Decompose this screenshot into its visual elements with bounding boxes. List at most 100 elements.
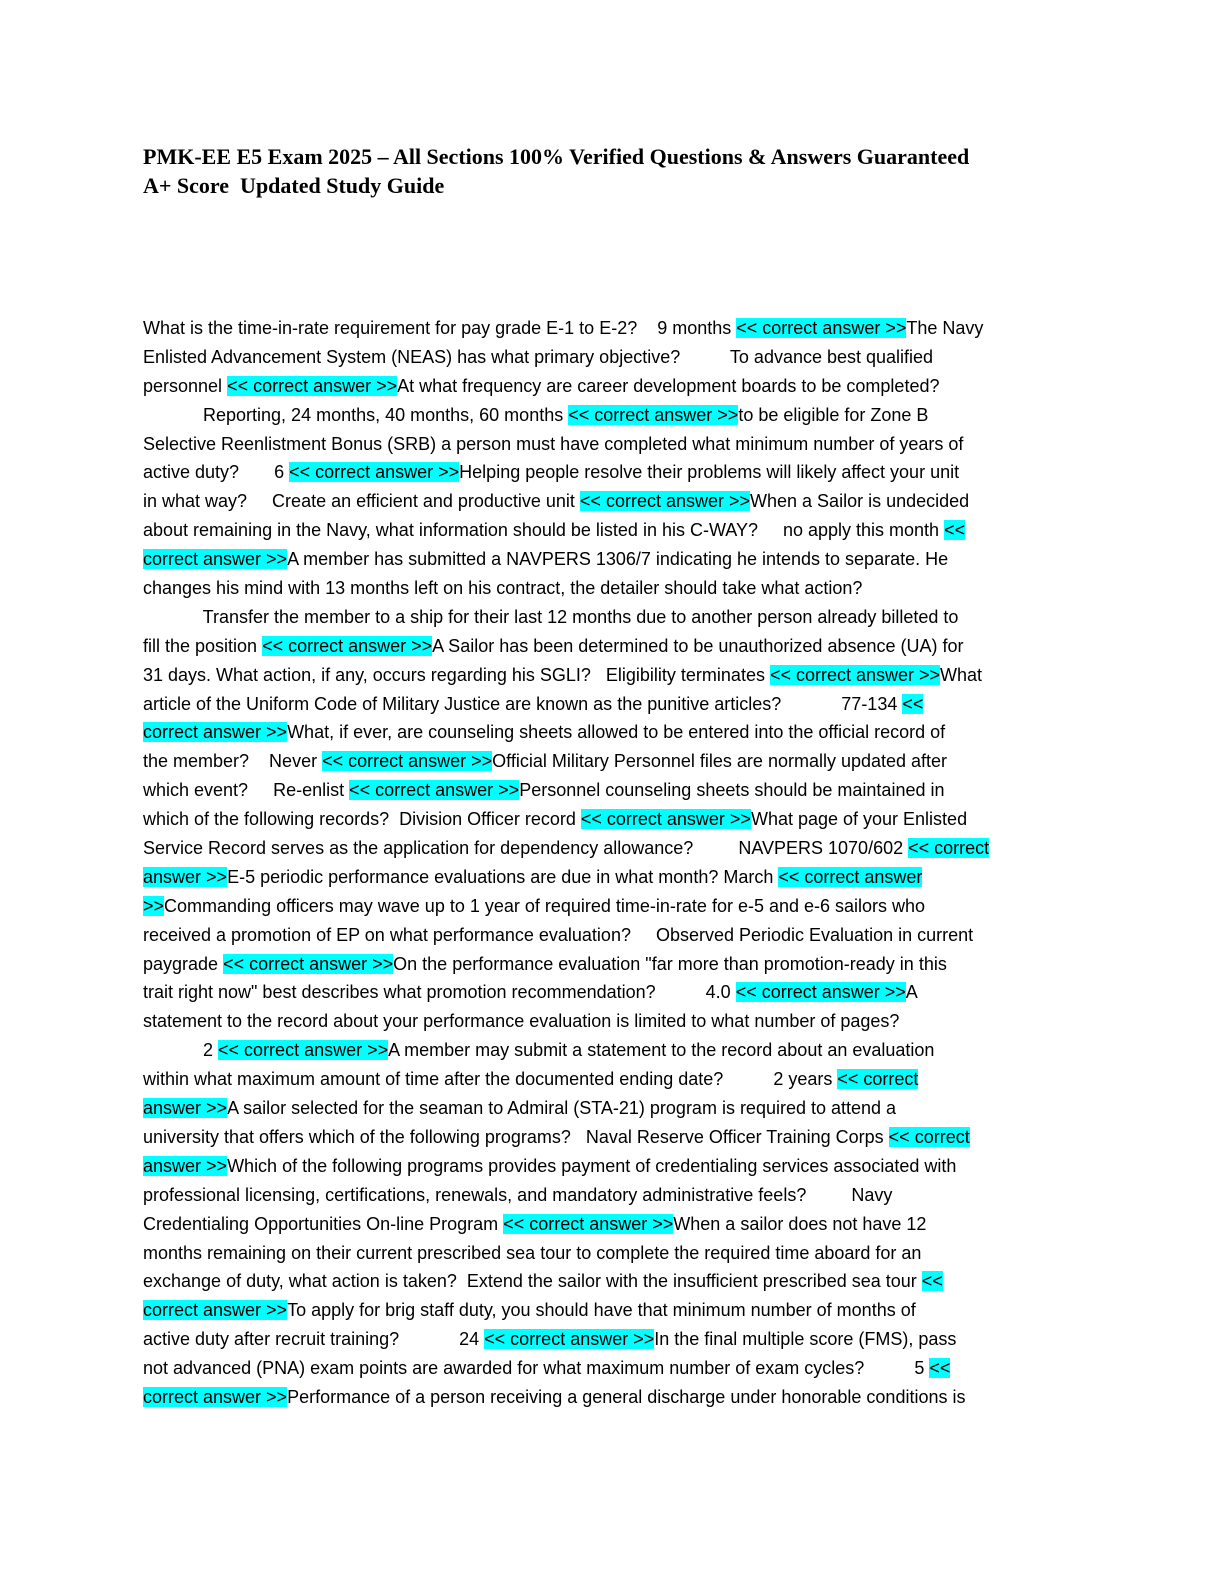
- answer-marker-highlight: << correct answer >>: [735, 982, 906, 1003]
- title-line: A+ Score Updated Study Guide: [143, 173, 445, 198]
- body-line: correct answer >>Performance of a person…: [143, 1383, 1083, 1412]
- answer-marker-highlight: << correct answer >>: [580, 809, 751, 830]
- answer-marker-highlight: answer >>: [143, 1098, 228, 1119]
- body-text: Reporting, 24 months, 40 months, 60 mont…: [143, 404, 569, 425]
- body-line: Transfer the member to a ship for their …: [143, 603, 1083, 632]
- body-text: In the final multiple score (FMS), pass: [654, 1329, 957, 1350]
- body-line: exchange of duty, what action is taken? …: [143, 1267, 1083, 1296]
- body-line: What is the time-in-rate requirement for…: [143, 314, 1083, 343]
- body-line: which of the following records? Division…: [143, 805, 1083, 834]
- body-line: university that offers which of the foll…: [143, 1123, 1083, 1152]
- answer-marker-highlight: correct answer >>: [143, 1300, 288, 1321]
- answer-marker-highlight: <<: [902, 693, 924, 714]
- answer-marker-highlight: <<: [944, 520, 966, 541]
- answer-marker-highlight: << correct answer >>: [262, 635, 433, 656]
- body-text: statement to the record about your perfo…: [143, 1011, 900, 1032]
- body-line: Enlisted Advancement System (NEAS) has w…: [143, 343, 1083, 372]
- body-text: Service Record serves as the application…: [143, 838, 909, 859]
- body-line: answer >>A sailor selected for the seama…: [143, 1094, 1083, 1123]
- body-text: When a sailor does not have 12: [673, 1213, 927, 1234]
- body-text: professional licensing, certifications, …: [143, 1184, 893, 1205]
- answer-marker-highlight: correct answer >>: [143, 1386, 288, 1407]
- body-line: correct answer >>What, if ever, are coun…: [143, 718, 1083, 747]
- body-text: Enlisted Advancement System (NEAS) has w…: [143, 346, 934, 367]
- document-title: PMK-EE E5 Exam 2025 – All Sections 100% …: [143, 142, 1103, 200]
- body-text: Personnel counseling sheets should be ma…: [519, 780, 945, 801]
- body-line: not advanced (PNA) exam points are award…: [143, 1354, 1083, 1383]
- body-text: 2: [143, 1040, 219, 1061]
- body-text: months remaining on their current prescr…: [143, 1242, 922, 1263]
- answer-marker-highlight: <<: [929, 1358, 951, 1379]
- body-line: received a promotion of EP on what perfo…: [143, 921, 1083, 950]
- body-text: which event? Re-enlist: [143, 780, 350, 801]
- body-text: Performance of a person receiving a gene…: [287, 1386, 966, 1407]
- answer-marker-highlight: << correct answer >>: [349, 780, 520, 801]
- body-line: article of the Uniform Code of Military …: [143, 690, 1083, 719]
- body-text: Official Military Personnel files are no…: [492, 751, 948, 772]
- body-line: months remaining on their current prescr…: [143, 1239, 1083, 1268]
- body-text: in what way? Create an efficient and pro…: [143, 491, 580, 512]
- body-line: answer >>E-5 periodic performance evalua…: [143, 863, 1083, 892]
- answer-marker-highlight: << correct: [888, 1126, 970, 1147]
- answer-marker-highlight: << correct answer >>: [289, 462, 460, 483]
- body-text: A Sailor has been determined to be unaut…: [432, 635, 964, 656]
- body-line: personnel << correct answer >>At what fr…: [143, 372, 1083, 401]
- body-line: Credentialing Opportunities On-line Prog…: [143, 1210, 1083, 1239]
- body-text: trait right now" best describes what pro…: [143, 982, 736, 1003]
- body-line: Selective Reenlistment Bonus (SRB) a per…: [143, 430, 1083, 459]
- body-text: changes his mind with 13 months left on …: [143, 578, 863, 599]
- answer-marker-highlight: << correct answer >>: [223, 953, 394, 974]
- body-line: correct answer >>To apply for brig staff…: [143, 1296, 1083, 1325]
- body-line: which event? Re-enlist << correct answer…: [143, 776, 1083, 805]
- body-text: On the performance evaluation "far more …: [393, 953, 947, 974]
- answer-marker-highlight: >>: [143, 895, 165, 916]
- body-line: the member? Never << correct answer >>Of…: [143, 747, 1083, 776]
- body-text: A: [905, 982, 918, 1003]
- body-text: A member has submitted a NAVPERS 1306/7 …: [287, 549, 949, 570]
- body-text: What: [940, 664, 983, 685]
- answer-marker-highlight: correct answer >>: [143, 722, 288, 743]
- body-line: answer >>Which of the following programs…: [143, 1152, 1083, 1181]
- body-text: exchange of duty, what action is taken? …: [143, 1271, 922, 1292]
- answer-marker-highlight: correct answer >>: [143, 549, 288, 570]
- body-text: the member? Never: [143, 751, 323, 772]
- body-line: Service Record serves as the application…: [143, 834, 1083, 863]
- answer-marker-highlight: <<: [921, 1271, 943, 1292]
- answer-marker-highlight: answer >>: [143, 866, 228, 887]
- body-line: trait right now" best describes what pro…: [143, 978, 1083, 1007]
- body-text: A member may submit a statement to the r…: [388, 1040, 935, 1061]
- body-text: Selective Reenlistment Bonus (SRB) a per…: [143, 433, 964, 454]
- body-text: A sailor selected for the seaman to Admi…: [227, 1098, 897, 1119]
- body-text: to be eligible for Zone B: [738, 404, 929, 425]
- title-line: PMK-EE E5 Exam 2025 – All Sections 100% …: [143, 144, 970, 169]
- body-line: within what maximum amount of time after…: [143, 1065, 1083, 1094]
- body-text: What page of your Enlisted: [750, 809, 968, 830]
- body-text: received a promotion of EP on what perfo…: [143, 924, 974, 945]
- body-text: active duty? 6: [143, 462, 290, 483]
- answer-marker-highlight: << correct answer >>: [503, 1213, 674, 1234]
- body-line: correct answer >>A member has submitted …: [143, 545, 1083, 574]
- body-text: When a Sailor is undecided: [750, 491, 970, 512]
- body-line: professional licensing, certifications, …: [143, 1181, 1083, 1210]
- body-line: 2 << correct answer >>A member may submi…: [143, 1036, 1083, 1065]
- body-line: >>Commanding officers may wave up to 1 y…: [143, 892, 1083, 921]
- body-line: fill the position << correct answer >>A …: [143, 632, 1083, 661]
- body-text: Credentialing Opportunities On-line Prog…: [143, 1213, 504, 1234]
- body-text: university that offers which of the foll…: [143, 1126, 889, 1147]
- body-text: To apply for brig staff duty, you should…: [287, 1300, 916, 1321]
- body-text: Helping people resolve their problems wi…: [459, 462, 960, 483]
- answer-marker-highlight: << correct answer >>: [736, 318, 907, 338]
- body-line: changes his mind with 13 months left on …: [143, 574, 1083, 603]
- body-text: article of the Uniform Code of Military …: [143, 693, 903, 714]
- document-body: What is the time-in-rate requirement for…: [143, 314, 1083, 1412]
- body-line: active duty after recruit training? 24 <…: [143, 1325, 1083, 1354]
- body-text: which of the following records? Division…: [143, 809, 581, 830]
- body-text: fill the position: [143, 635, 263, 656]
- answer-marker-highlight: << correct answer >>: [568, 404, 739, 425]
- body-line: Reporting, 24 months, 40 months, 60 mont…: [143, 401, 1083, 430]
- body-text: within what maximum amount of time after…: [143, 1069, 838, 1090]
- body-text: The Navy: [906, 318, 984, 338]
- body-line: statement to the record about your perfo…: [143, 1007, 1083, 1036]
- answer-marker-highlight: answer >>: [143, 1155, 228, 1176]
